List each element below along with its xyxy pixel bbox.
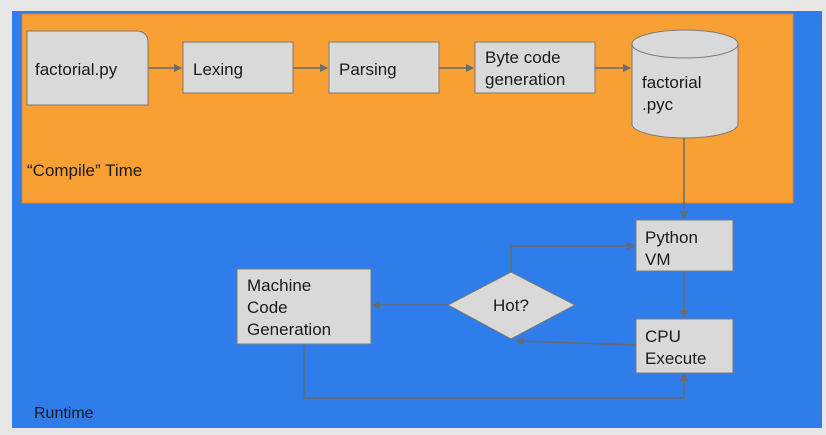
python-vm-label-line1: Python: [645, 228, 698, 247]
bytecode-generation-label-line1: Byte code: [485, 48, 561, 67]
source-file-label: factorial.py: [35, 60, 118, 79]
python-vm-box: [635, 219, 734, 272]
cpu-execute-label-line1: CPU: [645, 327, 681, 346]
machine-code-generation-box: [236, 268, 372, 345]
source-file-node: factorial.py: [26, 30, 149, 106]
machine-code-label-line1: Machine: [247, 276, 311, 295]
hot-decision-label: Hot?: [493, 296, 529, 315]
runtime-label: Runtime: [34, 405, 94, 422]
cpu-execute-label-line2: Execute: [645, 349, 706, 368]
lexing-label: Lexing: [193, 60, 243, 79]
compile-time-label: “Compile” Time: [27, 161, 142, 180]
parsing-node: Parsing: [328, 41, 440, 94]
edge-hot-to-vm: [510, 242, 635, 272]
python-vm-node: Python VM: [635, 219, 734, 272]
source-file-shape: [26, 30, 149, 106]
edge-cpu-to-hot: [516, 337, 637, 346]
python-vm-label-line2: VM: [645, 250, 671, 269]
lexing-node: Lexing: [182, 41, 294, 94]
edges: [148, 64, 688, 399]
lexing-box: [182, 41, 294, 94]
cpu-execute-box: [635, 318, 734, 374]
cpu-execute-node: CPU Execute: [635, 318, 734, 374]
pyc-file-label-line1: factorial: [642, 73, 702, 92]
pyc-cylinder-top: [631, 29, 739, 59]
machine-code-generation-node: Machine Code Generation: [236, 268, 372, 345]
parsing-label: Parsing: [339, 60, 397, 79]
hot-decision-diamond: [446, 271, 577, 340]
pyc-cylinder-body: [631, 44, 739, 139]
bytecode-generation-box: [474, 41, 596, 94]
machine-code-label-line3: Generation: [247, 320, 331, 339]
machine-code-label-line2: Code: [247, 298, 288, 317]
bytecode-generation-label-line2: generation: [485, 70, 565, 89]
bytecode-generation-node: Byte code generation: [474, 41, 596, 94]
pyc-file-label-line2: .pyc: [642, 95, 674, 114]
pyc-file-node: factorial .pyc: [631, 29, 739, 139]
edge-machine-code-to-cpu: [303, 345, 688, 399]
parsing-box: [328, 41, 440, 94]
hot-decision-node: Hot?: [446, 271, 577, 340]
